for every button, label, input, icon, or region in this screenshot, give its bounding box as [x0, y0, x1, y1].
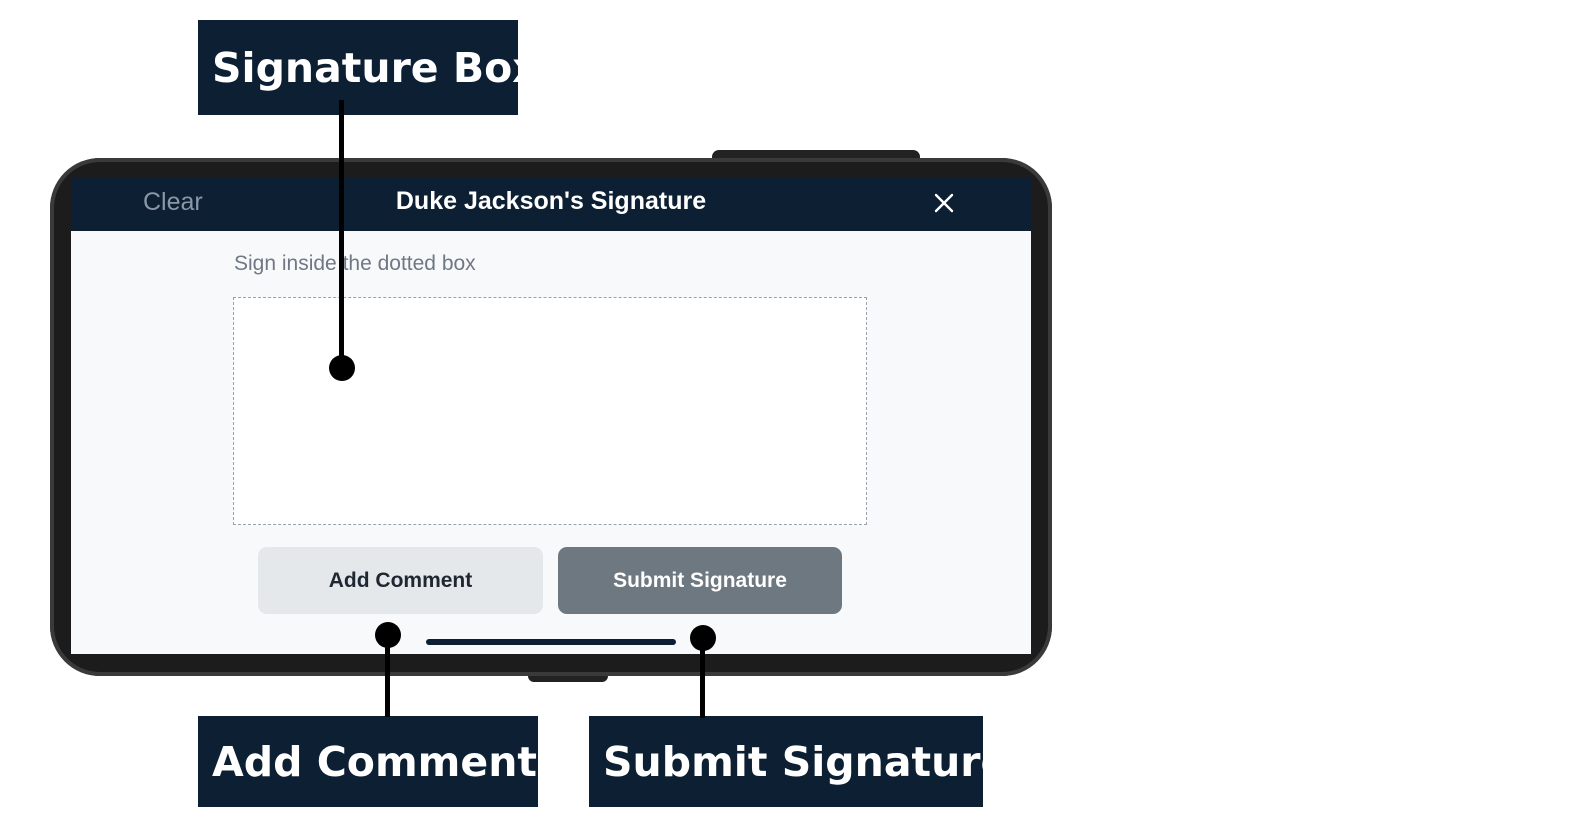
signature-box[interactable]: [233, 297, 867, 525]
modal-header: Clear Duke Jackson's Signature: [71, 178, 1031, 231]
signature-instructions: Sign inside the dotted box: [234, 252, 476, 275]
modal-title: Duke Jackson's Signature: [395, 187, 707, 215]
close-icon[interactable]: [929, 188, 959, 218]
phone-screen: Clear Duke Jackson's Signature Sign insi…: [71, 178, 1031, 654]
add-comment-leader-line: [385, 635, 390, 717]
submit-signature-leader-line: [700, 638, 705, 718]
add-comment-leader-dot: [375, 622, 401, 648]
callout-add-comment: Add Comment: [198, 716, 538, 807]
callout-signature-box: Signature Box: [198, 20, 539, 115]
submit-signature-button[interactable]: Submit Signature: [558, 547, 842, 614]
home-indicator: [426, 639, 676, 645]
add-comment-button[interactable]: Add Comment: [258, 547, 543, 614]
signature-box-leader-dot: [329, 355, 355, 381]
signature-box-leader-line: [339, 100, 344, 368]
callout-submit-signature: Submit Signature: [589, 716, 1008, 807]
submit-signature-leader-dot: [690, 625, 716, 651]
clear-button[interactable]: Clear: [143, 188, 203, 216]
